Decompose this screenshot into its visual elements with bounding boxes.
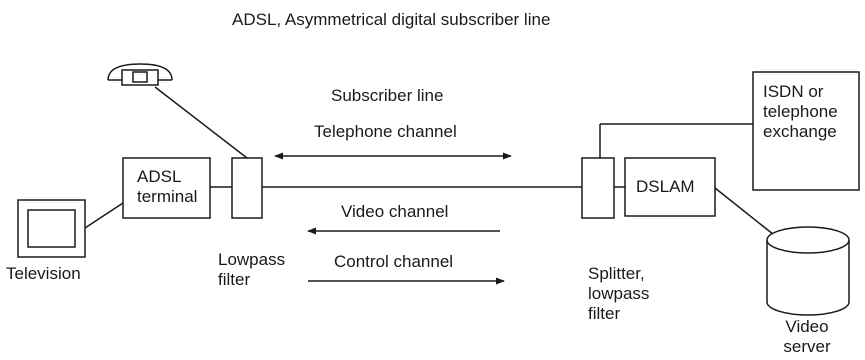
lowpass-filter-label: Lowpass filter [218, 250, 286, 289]
diagram-title: ADSL, Asymmetrical digital subscriber li… [232, 10, 551, 29]
exchange-label: ISDN or telephone exchange [763, 82, 838, 141]
television-icon [17, 199, 86, 258]
video-channel-label: Video channel [341, 202, 449, 221]
lowpass-filter-box [231, 157, 263, 219]
telephone-channel-label: Telephone channel [314, 122, 457, 141]
phone-to-filter-link [154, 86, 248, 159]
telephone-icon [107, 63, 173, 86]
tv-to-terminal-link [84, 202, 124, 229]
splitter-label: Splitter, lowpass filter [588, 264, 650, 323]
splitter-box [581, 157, 615, 219]
video-server-icon [766, 226, 850, 316]
subscriber-line-label: Subscriber line [331, 86, 444, 105]
dslam-label: DSLAM [636, 177, 695, 196]
adsl-terminal-box [122, 157, 211, 219]
adsl-terminal-label: ADSL terminal [137, 167, 198, 206]
dslam-box [624, 157, 716, 217]
control-channel-label: Control channel [334, 252, 454, 271]
video-server-label: Video server [783, 317, 831, 356]
television-label: Television [6, 264, 81, 283]
exchange-box [752, 71, 860, 191]
